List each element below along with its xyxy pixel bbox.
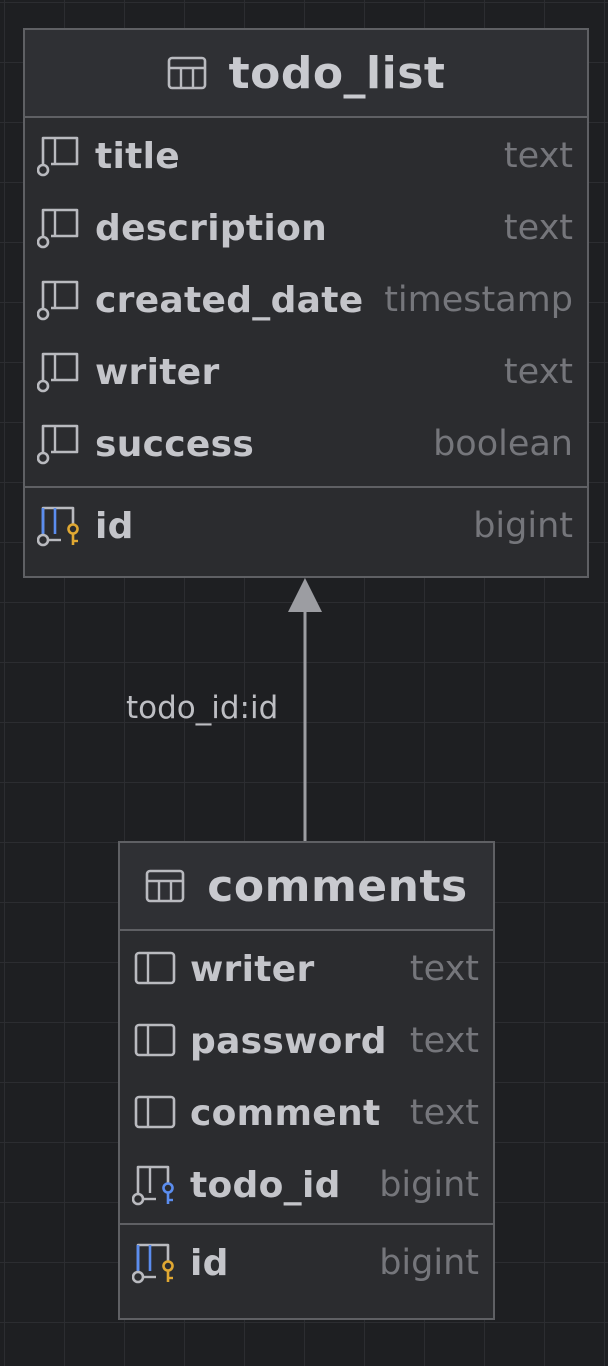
column-name: password — [190, 1020, 387, 1062]
column-name: writer — [190, 948, 315, 990]
column-name: writer — [95, 351, 220, 393]
table-title: todo_list — [228, 47, 446, 99]
column-name: comment — [190, 1092, 381, 1134]
column-name: created_date — [95, 279, 364, 321]
column-icon — [132, 947, 178, 993]
column-icon — [132, 1091, 178, 1137]
table-header[interactable]: todo_list — [25, 30, 587, 118]
column-row[interactable]: title text — [25, 120, 587, 192]
column-name: success — [95, 423, 255, 465]
column-type: bigint — [379, 1243, 479, 1283]
column-name: title — [95, 135, 181, 177]
nullable-column-icon — [36, 278, 83, 324]
foreign-key-icon — [131, 1163, 178, 1209]
column-type: bigint — [473, 506, 573, 546]
column-type: bigint — [379, 1165, 479, 1205]
primary-key-icon — [36, 504, 83, 550]
column-row[interactable]: success boolean — [25, 408, 587, 480]
column-row[interactable]: description text — [25, 192, 587, 264]
foreign-key-row[interactable]: todo_id bigint — [120, 1149, 493, 1221]
column-type: text — [409, 949, 479, 989]
nullable-column-icon — [36, 422, 83, 468]
table-comments[interactable]: comments writer text password text — [118, 841, 495, 1320]
table-icon — [167, 56, 207, 90]
primary-key-row[interactable]: id bigint — [25, 488, 587, 564]
column-type: text — [503, 136, 573, 176]
relationship-label[interactable]: todo_id:id — [126, 690, 279, 726]
key-divider — [120, 1223, 493, 1225]
nullable-column-icon — [36, 350, 83, 396]
column-type: text — [409, 1093, 479, 1133]
column-row[interactable]: writer text — [120, 933, 493, 1005]
table-header[interactable]: comments — [120, 843, 493, 931]
nullable-column-icon — [36, 134, 83, 180]
column-type: text — [409, 1021, 479, 1061]
primary-key-icon — [131, 1241, 178, 1287]
column-name: description — [95, 207, 328, 249]
column-name: id — [190, 1242, 229, 1284]
column-type: text — [503, 352, 573, 392]
primary-key-row[interactable]: id bigint — [120, 1225, 493, 1301]
column-row[interactable]: password text — [120, 1005, 493, 1077]
column-type: boolean — [433, 424, 573, 464]
table-todo-list[interactable]: todo_list title text description text — [23, 28, 589, 578]
table-title: comments — [207, 860, 468, 912]
column-icon — [132, 1019, 178, 1065]
column-row[interactable]: writer text — [25, 336, 587, 408]
column-name: id — [95, 505, 134, 547]
column-type: text — [503, 208, 573, 248]
column-name: todo_id — [190, 1164, 341, 1206]
column-type: timestamp — [384, 280, 573, 320]
table-icon — [145, 869, 185, 903]
nullable-column-icon — [36, 206, 83, 252]
column-row[interactable]: created_date timestamp — [25, 264, 587, 336]
key-divider — [25, 486, 587, 488]
column-row[interactable]: comment text — [120, 1077, 493, 1149]
relationship-arrowhead — [288, 578, 322, 612]
